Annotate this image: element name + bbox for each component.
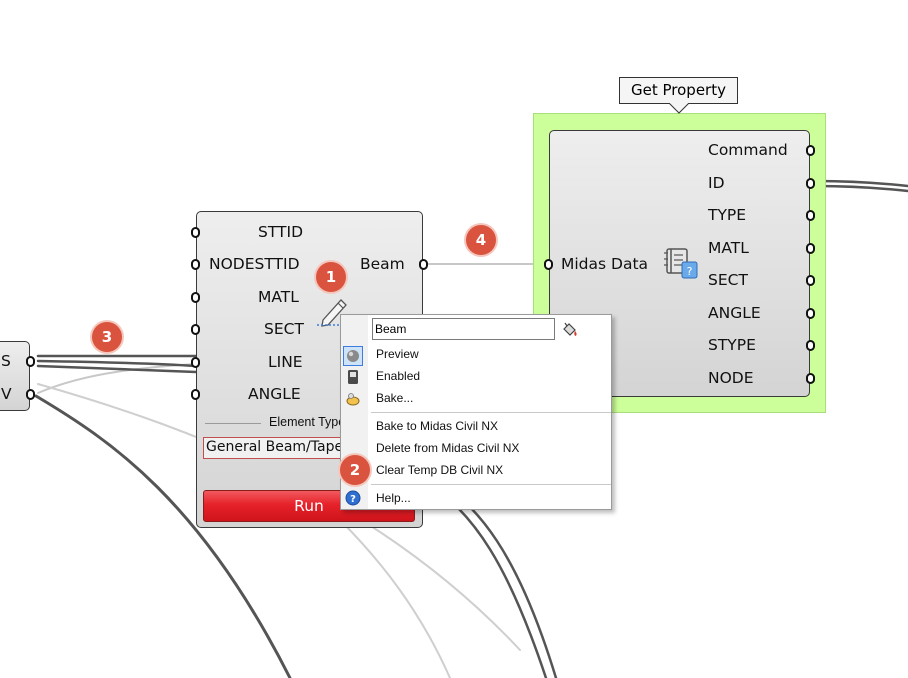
- input-midas-data-grip[interactable]: [544, 259, 553, 270]
- callout-badge-1: 1: [316, 262, 346, 292]
- output-angle-label: ANGLE: [708, 304, 761, 322]
- tooltip-label: Get Property: [631, 81, 726, 99]
- input-matl-grip[interactable]: [191, 292, 200, 303]
- output-id-label: ID: [708, 174, 725, 192]
- element-type-divider-left: [205, 423, 261, 424]
- output-angle-grip[interactable]: [806, 308, 815, 319]
- paint-bucket-icon[interactable]: [561, 321, 579, 339]
- input-sttid-label: STTID: [258, 223, 304, 241]
- input-nodesttid-grip[interactable]: [191, 259, 200, 270]
- output-matl-label: MATL: [708, 239, 749, 257]
- tooltip-get-property: Get Property: [619, 77, 738, 104]
- output-sect-grip[interactable]: [806, 275, 815, 286]
- output-id-grip[interactable]: [806, 178, 815, 189]
- tooltip-pointer: [669, 103, 689, 114]
- svg-text:?: ?: [687, 265, 693, 278]
- wire-id-out-2[interactable]: [814, 184, 908, 193]
- output-stype-label: STYPE: [708, 336, 756, 354]
- menu-item-enabled[interactable]: Enabled: [376, 369, 421, 383]
- menu-separator: [371, 412, 611, 413]
- output-sect-label: SECT: [708, 271, 748, 289]
- component-name-input[interactable]: [372, 318, 555, 340]
- input-line-label: LINE: [268, 353, 303, 371]
- menu-item-delete-from-midas[interactable]: Delete from Midas Civil NX: [376, 441, 520, 455]
- bake-icon: [345, 391, 361, 407]
- partial-source-component[interactable]: S V: [0, 341, 35, 411]
- output-matl-grip[interactable]: [806, 243, 815, 254]
- wire-down-light: [339, 519, 451, 678]
- output-command-grip[interactable]: [806, 145, 815, 156]
- input-nodesttid-label: NODESTTID: [209, 255, 300, 273]
- output-beam-label: Beam: [360, 255, 405, 273]
- help-icon: ?: [345, 490, 361, 506]
- input-angle-label: ANGLE: [248, 385, 301, 403]
- run-button-label: Run: [294, 497, 324, 515]
- input-sect-label: SECT: [264, 320, 304, 338]
- element-type-value: General Beam/Taper: [206, 439, 349, 455]
- menu-separator: [371, 484, 611, 485]
- output-v-grip[interactable]: [26, 389, 35, 400]
- input-line-grip[interactable]: [191, 357, 200, 368]
- output-command-label: Command: [708, 141, 788, 159]
- output-beam-grip[interactable]: [419, 259, 428, 270]
- wire-s-to-line-2[interactable]: [36, 359, 198, 368]
- output-node-label: NODE: [708, 369, 754, 387]
- menu-item-bake-to-midas[interactable]: Bake to Midas Civil NX: [376, 419, 499, 433]
- output-node-grip[interactable]: [806, 373, 815, 384]
- context-menu: Preview Enabled Bake... Bake to Midas Ci…: [340, 314, 612, 510]
- output-s-grip[interactable]: [26, 356, 35, 367]
- wire-s-to-line-3[interactable]: [36, 364, 198, 374]
- preview-sphere-icon: [343, 346, 363, 366]
- data-book-icon: ?: [664, 248, 698, 279]
- input-sttid-grip[interactable]: [191, 227, 200, 238]
- menu-item-help[interactable]: Help...: [376, 491, 411, 505]
- input-angle-grip[interactable]: [191, 389, 200, 400]
- output-type-grip[interactable]: [806, 210, 815, 221]
- menu-item-clear-temp-db[interactable]: Clear Temp DB Civil NX: [376, 463, 504, 477]
- element-type-label: Element Type: [269, 415, 346, 429]
- input-midas-data-label: Midas Data: [561, 255, 649, 273]
- menu-item-bake[interactable]: Bake...: [376, 391, 414, 405]
- wire-id-out-1[interactable]: [814, 179, 908, 188]
- output-type-label: TYPE: [708, 206, 747, 224]
- output-stype-grip[interactable]: [806, 340, 815, 351]
- callout-badge-3: 3: [92, 322, 122, 352]
- wire-v-down-dark: [34, 394, 292, 678]
- output-v-label: V: [1, 385, 12, 403]
- callout-badge-2: 2: [340, 455, 370, 485]
- enabled-switch-icon: [345, 369, 361, 385]
- output-s-label: S: [1, 352, 11, 370]
- input-matl-label: MATL: [258, 288, 299, 306]
- menu-item-preview[interactable]: Preview: [376, 347, 419, 361]
- callout-badge-4: 4: [466, 225, 496, 255]
- input-sect-grip[interactable]: [191, 324, 200, 335]
- svg-text:?: ?: [350, 494, 356, 505]
- pencil-icon: [317, 299, 347, 327]
